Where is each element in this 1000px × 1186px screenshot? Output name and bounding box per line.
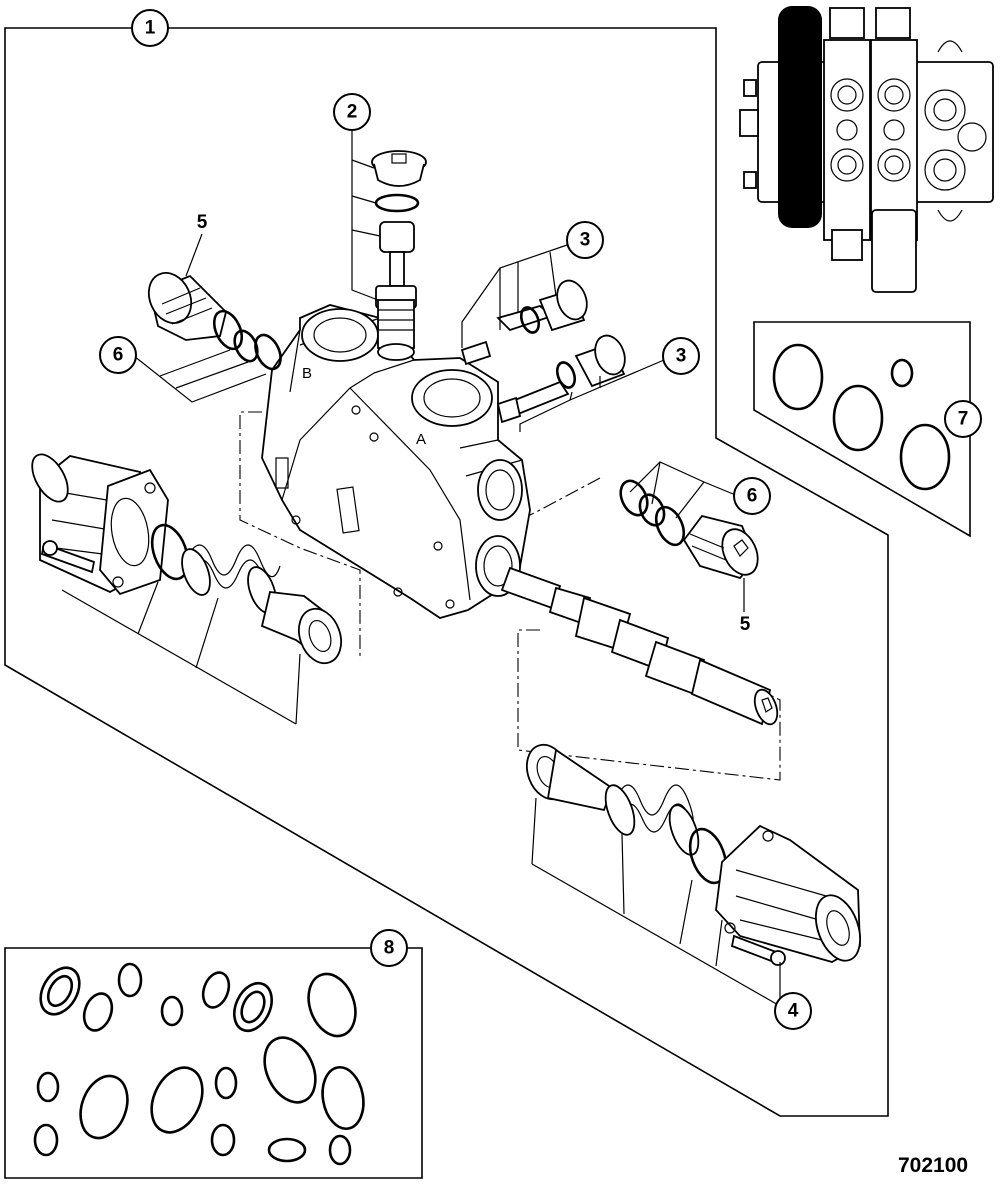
assembly-frame-1 [4,27,889,1117]
svg-text:2: 2 [347,102,358,123]
end-cap-right [715,824,862,966]
callout-2: 2 [333,93,371,131]
figure-id: 702100 [898,1154,968,1177]
callout-6-left: 6 [99,336,137,374]
seals-part-6-left [212,309,282,371]
spring-seat-right [526,743,614,812]
svg-text:6: 6 [747,486,758,507]
plug-part-3-lower [496,334,626,424]
svg-text:6: 6 [113,345,124,366]
callout-3-lower: 3 [662,337,700,375]
svg-text:7: 7 [958,409,969,430]
highlighted-section [778,6,822,228]
callout-7: 7 [944,400,982,438]
svg-text:3: 3 [676,346,687,367]
label-5-left: 5 [197,212,208,233]
leader-lines [61,128,781,1007]
callout-8: 8 [370,929,408,967]
callout-6-right: 6 [733,477,771,515]
valve-body [261,304,531,619]
seal-kit-7-frame [753,321,971,538]
spool [500,566,779,726]
relief-valve-part-2 [371,150,427,361]
svg-text:1: 1 [145,18,156,39]
port-label-a: A [416,431,426,448]
seal-and-spring-left [150,523,281,614]
plug-part-3-upper [460,279,588,366]
end-cap-left [31,453,169,596]
callout-1: 1 [131,9,169,47]
callout-3-upper: 3 [566,221,604,259]
plug-part-5-right [682,514,759,580]
seal-and-spring-right [604,784,728,885]
label-5-right: 5 [740,614,751,635]
svg-text:8: 8 [384,938,395,959]
seal-kit-8-frame [4,947,423,1179]
spring-seat-left [260,591,342,665]
valve-bank-locator-inset [739,6,994,293]
plug-part-5-left [147,272,227,341]
svg-text:3: 3 [580,230,591,251]
callout-4: 4 [774,992,812,1030]
seals-part-6-right [619,479,686,547]
svg-text:4: 4 [788,1001,799,1022]
port-label-b: B [302,365,312,382]
